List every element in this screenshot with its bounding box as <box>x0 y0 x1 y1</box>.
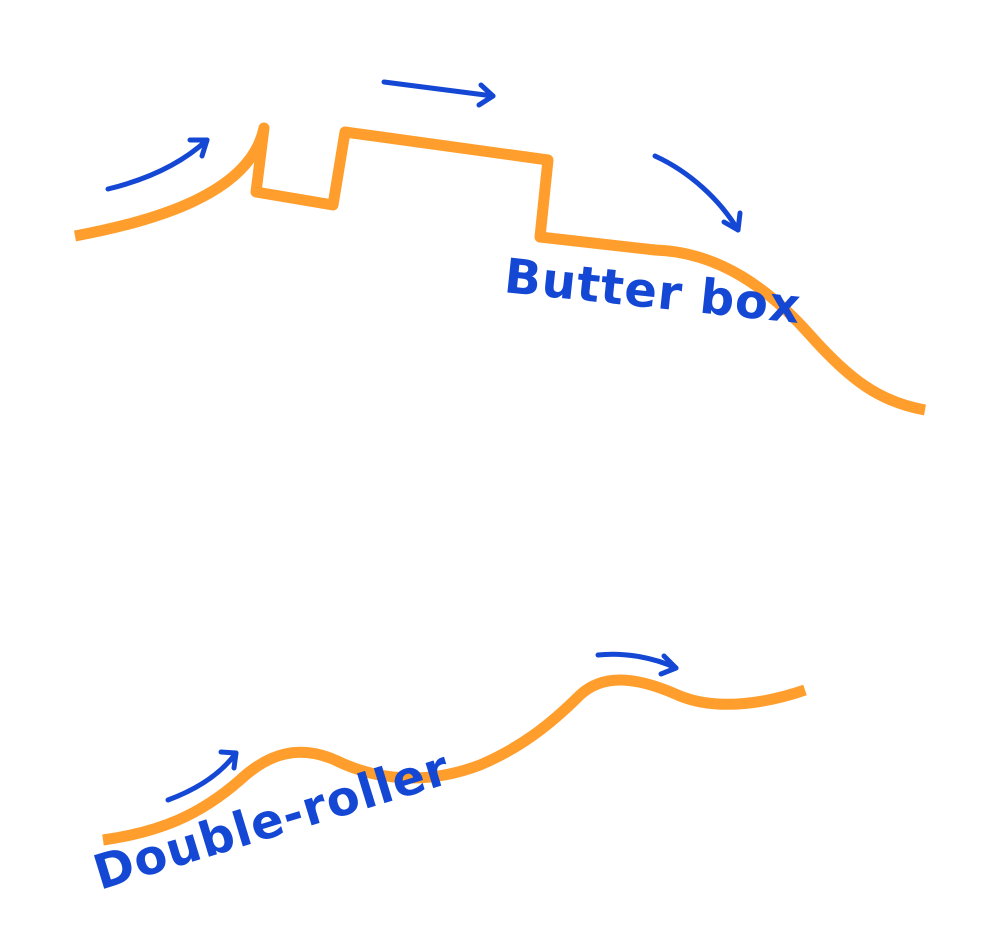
double-roller-group: Double-roller <box>87 651 807 901</box>
double-roller-terrain-line <box>102 674 807 846</box>
butter-box-label: Butter box <box>502 248 804 335</box>
arrow-shaft <box>165 750 239 803</box>
arrow-shaft <box>652 153 741 233</box>
arrow-head-icon <box>476 82 496 108</box>
arrow-head-icon <box>187 137 210 159</box>
arrow-head-icon <box>218 749 239 771</box>
arrow-head-icon <box>658 653 679 677</box>
butter-box-terrain-line <box>73 122 926 416</box>
arrow-shaft <box>105 137 210 192</box>
arrow-shaft <box>381 79 496 99</box>
arrow-shaft <box>595 651 679 671</box>
arrow-head-icon <box>721 210 743 233</box>
butter-box-group: Butter box <box>73 79 926 416</box>
